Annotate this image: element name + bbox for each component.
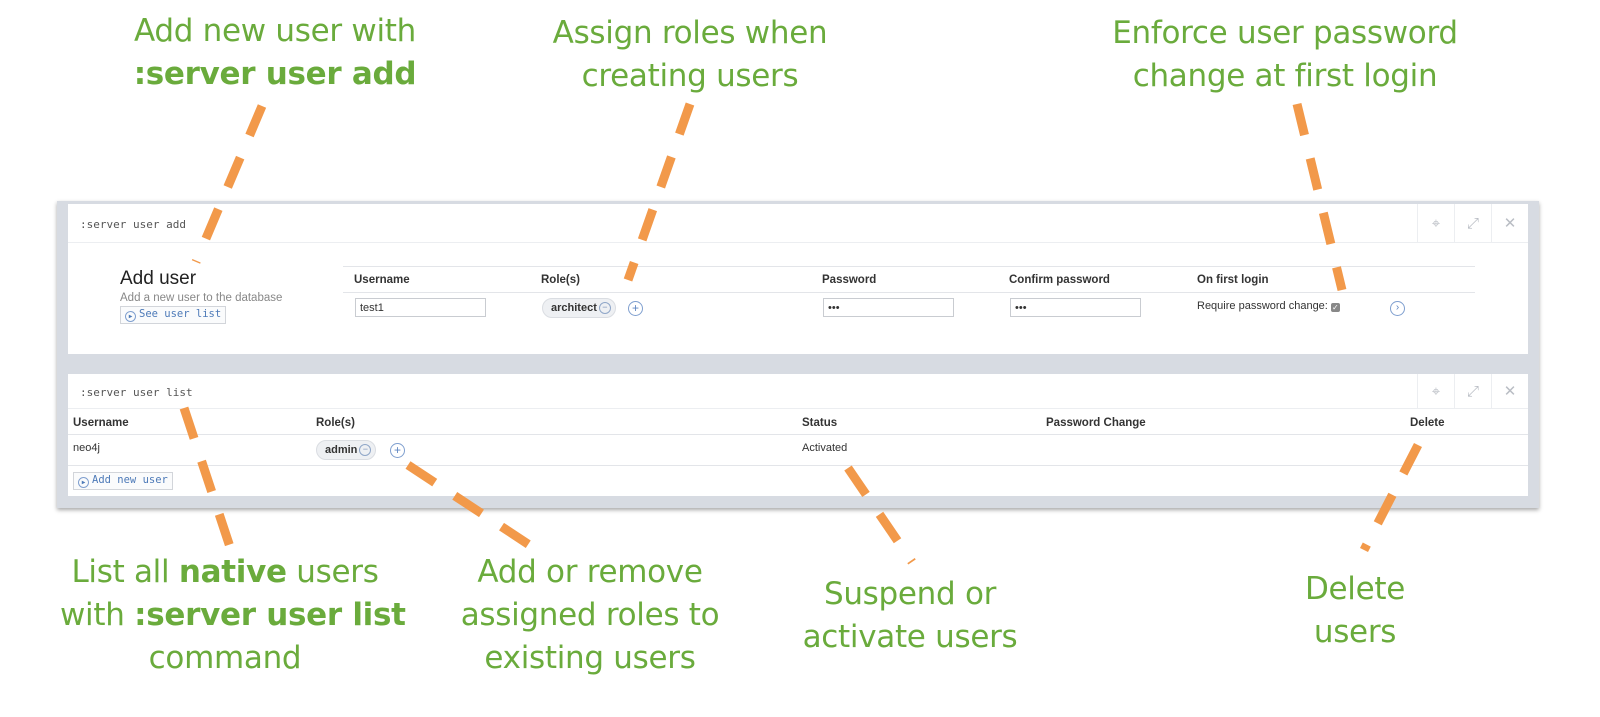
row-status[interactable]: Activated (802, 442, 848, 454)
column-roles: Role(s) (541, 274, 580, 286)
play-circle-icon: ▶ (125, 311, 136, 322)
plus-circle-icon[interactable]: + (390, 443, 405, 458)
header-rule-top (343, 266, 1475, 267)
user-list-frame: :server user list ⌖ ⤢ ✕ Username Role(s)… (68, 374, 1528, 496)
callout-add-user: Add new user with :server user add (133, 13, 417, 92)
browser-stream: :server user add ⌖ ⤢ ✕ Add user Add a ne… (57, 201, 1539, 508)
minus-circle-icon[interactable]: − (359, 444, 372, 457)
column-status: Status (802, 417, 838, 429)
pointer-list-users (179, 406, 237, 555)
page-title: Add user (120, 268, 197, 289)
add-new-user-button[interactable]: ▶Add new user (73, 472, 173, 490)
pointer-suspend (844, 465, 916, 565)
row-username: neo4j (73, 442, 100, 454)
password-input[interactable]: ••• (823, 298, 954, 317)
pin-icon[interactable]: ⌖ (1417, 204, 1454, 242)
require-password-change: Require password change:✓ (1197, 300, 1340, 312)
callout-add-remove-roles: Add or remove assigned roles to existing… (460, 554, 720, 676)
pointer-add-user (191, 104, 267, 264)
column-roles: Role(s) (316, 417, 355, 429)
play-circle-icon: ▶ (78, 477, 89, 488)
column-delete: Delete (1410, 417, 1445, 429)
frame-command[interactable]: :server user list (80, 386, 193, 399)
confirm-password-input[interactable]: ••• (1010, 298, 1141, 317)
column-confirm-password: Confirm password (1009, 274, 1110, 286)
pointer-delete (1359, 442, 1423, 553)
row-rule (68, 465, 1528, 466)
page-subtitle: Add a new user to the database (120, 292, 283, 304)
callout-list-users: List all native users with :server user … (60, 554, 406, 676)
username-input[interactable]: test1 (355, 298, 486, 317)
frame-header: :server user add ⌖ ⤢ ✕ (68, 204, 1528, 243)
close-icon[interactable]: ✕ (1491, 204, 1528, 242)
frame-command[interactable]: :server user add (80, 218, 186, 231)
minus-circle-icon[interactable]: − (598, 302, 611, 315)
header-rule-bottom (343, 292, 1475, 293)
expand-icon[interactable]: ⤢ (1454, 374, 1491, 408)
role-tag[interactable]: admin− (316, 440, 377, 460)
role-tag[interactable]: architect− (542, 298, 616, 318)
column-username: Username (354, 274, 410, 286)
header-rule (68, 434, 1528, 435)
column-username: Username (73, 417, 129, 429)
pointer-enforce-password (1292, 102, 1347, 292)
require-change-checkbox[interactable]: ✓ (1330, 303, 1340, 312)
frame-toolbar: ⌖ ⤢ ✕ (1417, 204, 1528, 242)
pointer-assign-roles (623, 102, 695, 282)
chevron-right-circle-icon[interactable]: › (1390, 301, 1405, 316)
callout-delete: Delete users (1304, 571, 1406, 650)
plus-circle-icon[interactable]: + (628, 301, 643, 316)
expand-icon[interactable]: ⤢ (1454, 204, 1491, 242)
column-password-change: Password Change (1046, 417, 1146, 429)
column-password: Password (822, 274, 877, 286)
column-first-login: On first login (1197, 274, 1269, 286)
frame-toolbar: ⌖ ⤢ ✕ (1417, 374, 1528, 408)
frame-header: :server user list ⌖ ⤢ ✕ (68, 374, 1528, 409)
callout-assign-roles: Assign roles when creating users (552, 15, 828, 94)
add-user-frame: :server user add ⌖ ⤢ ✕ Add user Add a ne… (68, 204, 1528, 354)
callout-enforce-password: Enforce user password change at first lo… (1112, 15, 1458, 94)
see-user-list-button[interactable]: ▶See user list (120, 306, 227, 324)
callout-suspend: Suspend or activate users (802, 576, 1018, 655)
pointer-add-remove-roles (405, 461, 537, 552)
close-icon[interactable]: ✕ (1491, 374, 1528, 408)
pin-icon[interactable]: ⌖ (1417, 374, 1454, 408)
